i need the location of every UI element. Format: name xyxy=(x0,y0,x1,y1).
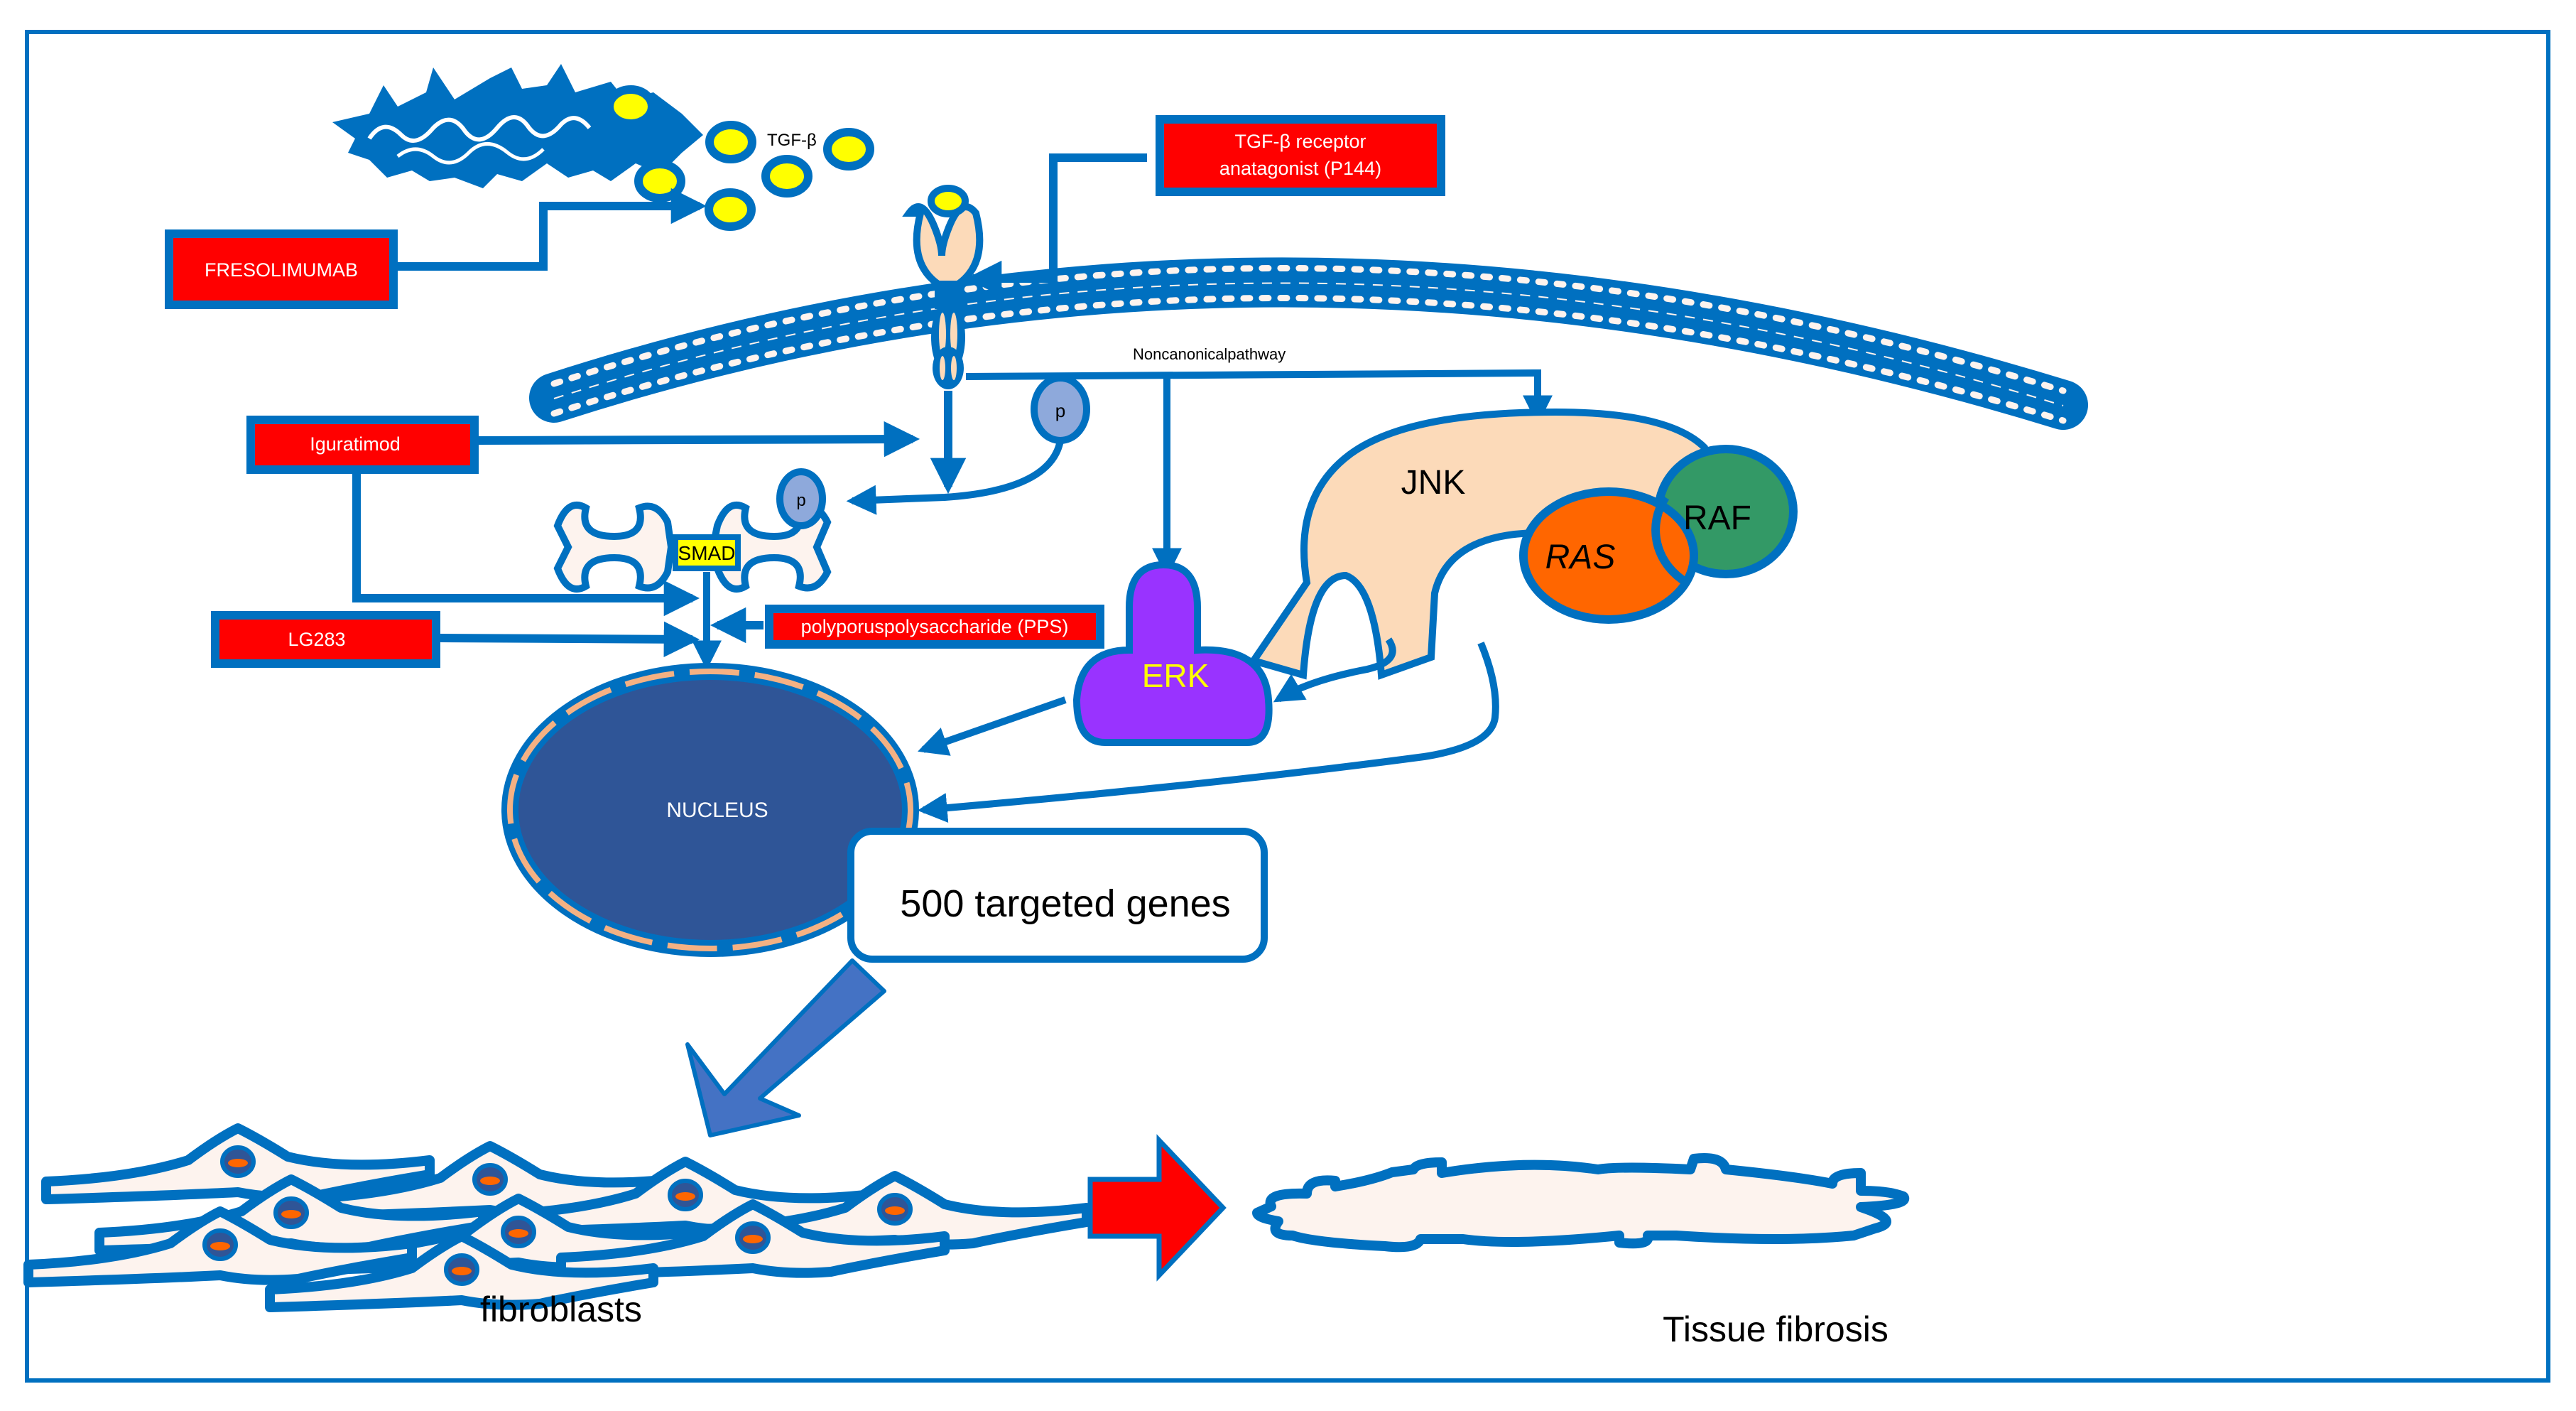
noncanonical-pathway-label: Noncanonicalpathway xyxy=(1133,345,1286,363)
smad-complex: SMAD p xyxy=(553,468,832,593)
phosphate-label: p xyxy=(1055,400,1065,421)
tgf-beta-ligands xyxy=(605,85,874,231)
fibroblasts-label: fibroblasts xyxy=(480,1290,642,1329)
erk-shape: ERK xyxy=(1072,561,1273,746)
fibroblast-cell-icon xyxy=(265,1231,658,1312)
phosphate-group-icon: p xyxy=(1031,374,1090,444)
fibroblast-cell-icon xyxy=(23,1206,417,1287)
iguratimod-box[interactable]: Iguratimod xyxy=(246,416,479,474)
iguratimod-to-smad-arrow xyxy=(352,474,700,617)
ligand-icon xyxy=(634,160,685,202)
fibroblast-cell-icon xyxy=(556,1199,950,1280)
ligand-icon xyxy=(823,128,874,171)
fibroblast-cell-icon xyxy=(41,1123,435,1204)
ras-label: RAS xyxy=(1545,539,1616,576)
fresolimumab-box[interactable]: FRESOLIMUMAB xyxy=(165,229,398,309)
tgf-beta-label: TGF-β xyxy=(767,131,817,150)
diagram-frame xyxy=(25,30,2550,1383)
jnk-ras-raf-complex: JNK RAS RAF xyxy=(1247,408,1798,680)
ligand-icon xyxy=(605,85,656,128)
jnk-to-erk-arrow xyxy=(1273,637,1396,703)
raf-label: RAF xyxy=(1683,499,1751,537)
fresolimumab-label: FRESOLIMUMAB xyxy=(205,259,358,281)
phosphate-to-smad-arrow xyxy=(846,439,1064,515)
lg283-arrow xyxy=(440,621,700,657)
p144-label-line2: anatagonist (P144) xyxy=(1219,158,1381,179)
ligand-icon xyxy=(705,188,756,231)
p144-arrow xyxy=(965,153,1147,297)
jnk-to-nucleus-arrow xyxy=(917,642,1499,823)
big-down-left-arrow xyxy=(685,958,886,1137)
noncanonical-branch-line xyxy=(965,369,1553,426)
lg283-box[interactable]: LG283 xyxy=(211,611,440,668)
erk-label: ERK xyxy=(1142,657,1210,694)
tgf-beta-receptor xyxy=(902,185,984,389)
red-right-arrow xyxy=(1087,1134,1227,1282)
cell-membrane xyxy=(529,257,2088,430)
ligand-icon xyxy=(705,121,756,163)
pps-box[interactable]: polyporuspolysaccharide (PPS) xyxy=(765,605,1104,649)
tissue-fibrosis-illustration xyxy=(1252,1153,1910,1253)
smad-phosphate-label: p xyxy=(796,491,805,510)
lg283-label: LG283 xyxy=(288,629,345,650)
fibroblasts-illustration xyxy=(23,1123,1092,1312)
targeted-genes-box: 500 targeted genes xyxy=(847,828,1268,963)
targeted-genes-label: 500 targeted genes xyxy=(900,882,1230,925)
iguratimod-to-receptor-arrow xyxy=(478,421,920,458)
jnk-label: JNK xyxy=(1401,464,1466,502)
nucleus: NUCLEUS xyxy=(501,663,919,957)
smad-label: SMAD xyxy=(678,542,736,564)
nucleus-label: NUCLEUS xyxy=(666,799,768,822)
erk-to-nucleus-arrow xyxy=(918,696,1067,756)
pps-label: polyporuspolysaccharide (PPS) xyxy=(801,616,1069,637)
tissue-fibrosis-label: Tissue fibrosis xyxy=(1663,1309,1888,1349)
fresolimumab-arrow xyxy=(398,188,707,271)
ligand-icon xyxy=(761,155,813,198)
p144-label-line1: TGF-β receptor xyxy=(1234,131,1366,152)
p144-antagonist-box[interactable]: TGF-β receptor anatagonist (P144) xyxy=(1156,115,1445,196)
iguratimod-label: Iguratimod xyxy=(310,433,401,455)
ras-shape xyxy=(1519,487,1698,624)
